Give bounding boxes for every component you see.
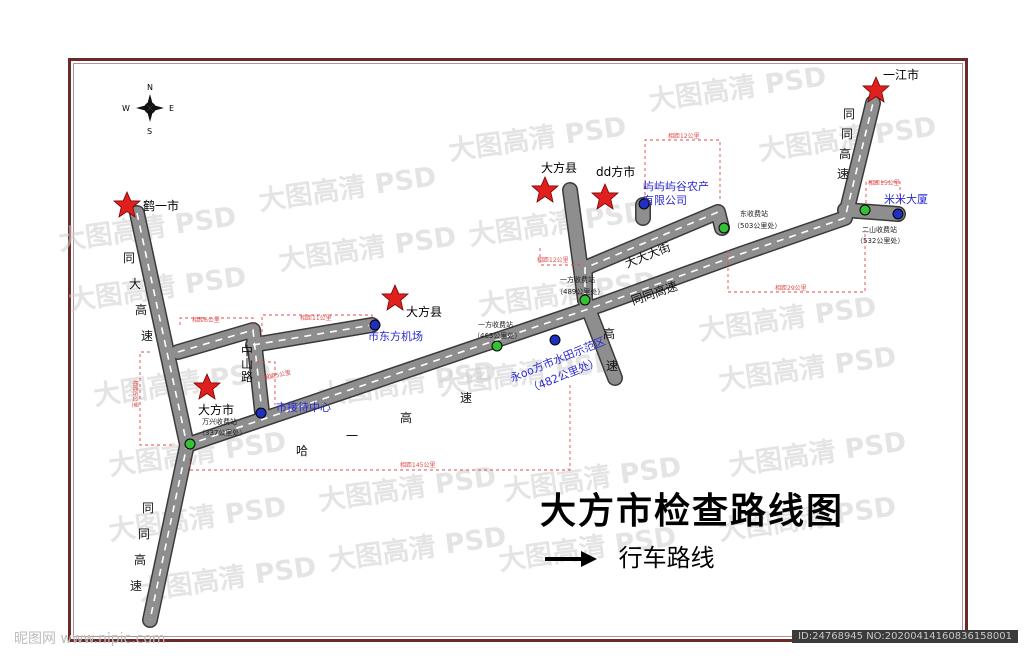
road-label-west-up-2: 大 (129, 277, 141, 291)
poi-marker[interactable] (638, 198, 650, 210)
road-label-west-up-4: 速 (141, 329, 153, 343)
city-label-dafang-city: 大方市 (198, 402, 234, 417)
toll-km: （337公里处） (198, 428, 246, 437)
watermark-text: 大图高清 PSD (467, 195, 649, 252)
road-network (129, 95, 906, 628)
road-label-east-1: 同 (843, 107, 855, 121)
poi-label-airport: 市东方机场 (368, 329, 423, 343)
road-label-zhongshan-2: 山 (241, 357, 253, 371)
toll-name: 二山收费站 (862, 225, 897, 234)
poi-marker[interactable] (549, 334, 561, 346)
road-label-west-up-1: 同 (123, 251, 135, 265)
city-label-dafang-county-2: 大方县 (541, 160, 577, 175)
compass-s: S (147, 127, 152, 136)
poi-marker[interactable] (892, 208, 904, 220)
watermark-text: 大图高清 PSD (107, 490, 289, 547)
footer-id: ID:24768945 NO:20200414160836158001 (792, 630, 1018, 643)
road-label-zhongshan-3: 路 (241, 369, 253, 384)
road-label-west-down-3: 高 (134, 552, 146, 567)
poi-label-reception: 市接待中心 (276, 400, 331, 414)
toll-km: （503公里处） (733, 221, 781, 230)
star-icon[interactable] (861, 75, 891, 103)
city-label-dafang-county-1: 大方县 (406, 304, 442, 319)
road-label-west-up-3: 高 (135, 302, 147, 317)
compass-e: E (169, 104, 174, 113)
star-icon[interactable] (380, 283, 410, 311)
road-label-south-short-1: 高 (603, 326, 615, 341)
road-label-west-down-2: 同 (138, 527, 150, 541)
distance-label: 相距6公里 (192, 316, 220, 324)
road-label-central-1: 哈 (296, 444, 308, 458)
star-icon[interactable] (590, 182, 620, 210)
star-icon[interactable] (112, 190, 142, 218)
distance-label: 相距5公里 (131, 380, 139, 408)
poi-marker[interactable] (255, 407, 267, 419)
toll-marker[interactable] (859, 204, 871, 216)
watermark-text: 大图高清 PSD (327, 520, 509, 577)
map-title: 大方市检查路线图 (540, 490, 845, 532)
toll-km: （489公里处） (556, 287, 604, 296)
road-label-zhongshan-1: 中 (241, 343, 253, 358)
road-label-west-down-4: 速 (130, 579, 142, 593)
city-markers: 鹤一市 大方县 大方县 dd方市 一江市 大方市 (112, 67, 919, 417)
road-label-east-2: 同 (841, 127, 853, 141)
watermark-text: 大图高清 PSD (277, 220, 459, 277)
city-label-yijiang: 一江市 (883, 67, 919, 82)
toll-markers: 万兴收费站 （337公里处） 一方收费站 （463公里处） 一方收费站 （489… (184, 204, 904, 450)
compass-w: W (122, 104, 130, 113)
toll-name: 一方收费站 (560, 275, 595, 284)
toll-km: （532公里处） (856, 236, 904, 245)
toll-marker[interactable] (579, 294, 591, 306)
star-icon[interactable] (530, 175, 560, 203)
road-label-central-2: 一 (346, 429, 358, 443)
poi-label-mimi: 米米大厦 (884, 192, 928, 206)
toll-name: 万兴收费站 (202, 417, 237, 426)
watermark-text: 大图高清 PSD (647, 60, 829, 117)
distance-label: 相距145公里 (400, 461, 435, 469)
arrow-right-icon (545, 551, 597, 567)
toll-marker[interactable] (718, 222, 730, 234)
poi-label-company-1: 屿屿屿谷农产 (643, 179, 709, 193)
distance-markers: 相距6公里 相距11公里 相距5公里 相距5公里 相距145公里 相距12公里 … (131, 132, 901, 471)
poi-marker[interactable] (369, 319, 381, 331)
road-label-south-short-2: 速 (606, 359, 618, 373)
toll-marker[interactable] (184, 438, 196, 450)
footer-site: 昵图网 www.nipic.com (14, 631, 166, 647)
watermark-text: 大图高清 PSD (697, 290, 879, 347)
city-label-ddfang: dd方市 (596, 164, 635, 179)
compass-icon: N S W E (122, 83, 174, 136)
road-label-central-3: 高 (400, 410, 412, 425)
legend-label: 行车路线 (618, 544, 715, 572)
toll-name: 东收费站 (740, 209, 768, 218)
road-label-central-4: 速 (460, 391, 472, 405)
watermark-text: 大图高清 PSD (257, 160, 439, 217)
poi-label-company-2: 有限公司 (643, 193, 687, 207)
road-label-east-3: 高 (839, 146, 851, 161)
toll-km: （463公里处） (473, 331, 521, 340)
distance-label: 相距29公里 (775, 284, 807, 292)
toll-marker[interactable] (491, 340, 503, 352)
compass-n: N (147, 83, 153, 92)
distance-label: 相距15公里 (868, 179, 900, 187)
road-label-east-4: 速 (837, 167, 849, 181)
toll-name: 一方收费站 (478, 320, 513, 329)
city-label-heyi: 鹤一市 (143, 198, 179, 213)
legend: 行车路线 (545, 538, 715, 573)
distance-label: 相距11公里 (300, 314, 332, 322)
road-label-west-down-1: 同 (142, 501, 154, 515)
distance-label: 相距12公里 (537, 256, 569, 264)
map-frame (68, 58, 968, 642)
watermark-text: 大图高清 PSD (447, 110, 629, 167)
watermark-text: 大图高清 PSD (717, 340, 899, 397)
star-icon[interactable] (192, 372, 222, 400)
watermark-text: 大图高清 PSD (727, 425, 909, 482)
distance-label: 相距12公里 (668, 132, 700, 140)
